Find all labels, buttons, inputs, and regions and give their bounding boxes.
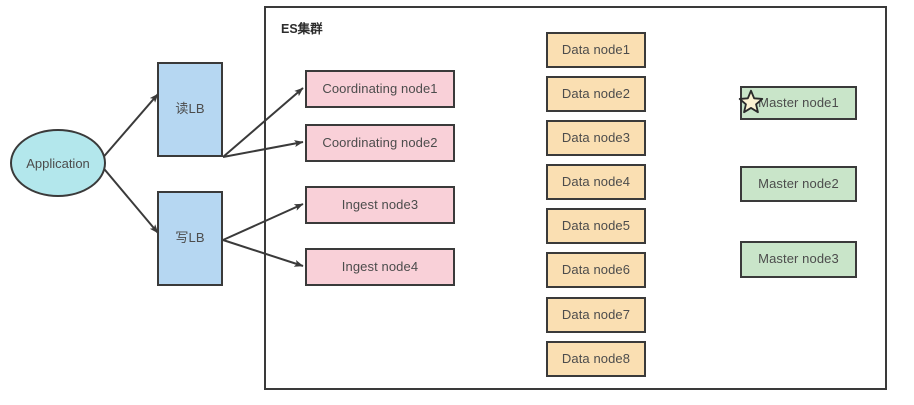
data-node8-label: Data node8: [561, 350, 631, 366]
ingest-node4[interactable]: Ingest node4: [305, 248, 455, 286]
data-node4-label: Data node4: [561, 173, 631, 189]
data-node5-label: Data node5: [561, 217, 631, 233]
es-cluster-label: ES集群: [281, 22, 323, 36]
data-node3-label: Data node3: [561, 129, 631, 145]
coordinating-node1-label: Coordinating node1: [322, 80, 438, 96]
data-node6-label: Data node6: [561, 261, 631, 277]
data-node1-label: Data node1: [561, 41, 631, 57]
edge-application-to-read-lb: [99, 93, 159, 162]
data-node3[interactable]: Data node3: [546, 120, 646, 156]
read-load-balancer-label: 读LB: [175, 101, 205, 117]
data-node2[interactable]: Data node2: [546, 76, 646, 112]
master-node1-label: Master node1: [758, 94, 839, 110]
read-load-balancer[interactable]: 读LB: [157, 62, 223, 157]
edge-application-to-write-lb: [99, 163, 159, 234]
master-node3-label: Master node3: [758, 251, 839, 267]
write-load-balancer-label: 写LB: [175, 230, 205, 246]
write-load-balancer[interactable]: 写LB: [157, 191, 223, 286]
application-label: Application: [26, 155, 90, 171]
data-node2-label: Data node2: [561, 85, 631, 101]
master-node3[interactable]: Master node3: [740, 241, 857, 278]
data-node8[interactable]: Data node8: [546, 341, 646, 377]
master-node2[interactable]: Master node2: [740, 166, 857, 202]
data-node7[interactable]: Data node7: [546, 297, 646, 333]
ingest-node3[interactable]: Ingest node3: [305, 186, 455, 224]
data-node1[interactable]: Data node1: [546, 32, 646, 68]
data-node6[interactable]: Data node6: [546, 252, 646, 288]
coordinating-node2-label: Coordinating node2: [322, 134, 438, 150]
application-node[interactable]: Application: [10, 129, 106, 197]
data-node4[interactable]: Data node4: [546, 164, 646, 200]
es-cluster-container: [264, 6, 887, 390]
data-node5[interactable]: Data node5: [546, 208, 646, 244]
coordinating-node1[interactable]: Coordinating node1: [305, 70, 455, 108]
data-node7-label: Data node7: [561, 306, 631, 322]
coordinating-node2[interactable]: Coordinating node2: [305, 124, 455, 162]
ingest-node3-label: Ingest node3: [341, 196, 419, 212]
ingest-node4-label: Ingest node4: [341, 258, 419, 274]
master-node2-label: Master node2: [758, 175, 839, 191]
master-node1[interactable]: Master node1: [740, 86, 857, 120]
